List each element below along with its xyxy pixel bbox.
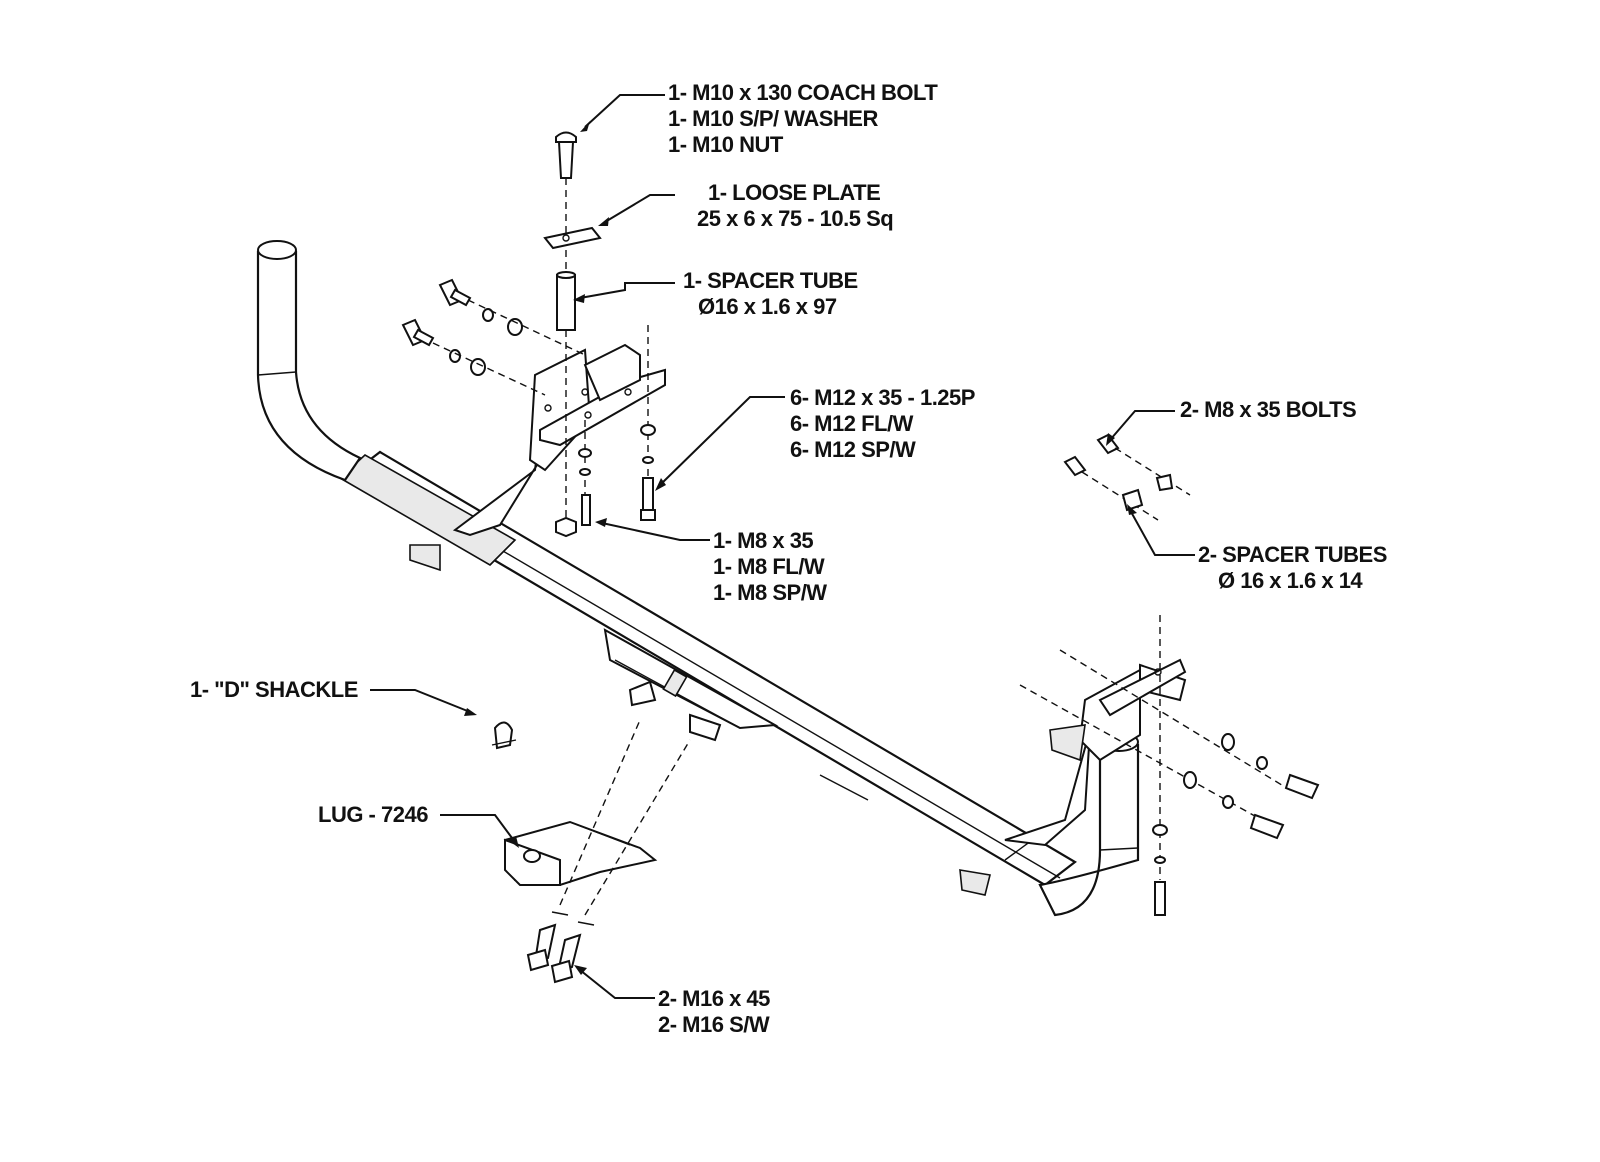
svg-text:1- "D" SHACKLE: 1- "D" SHACKLE bbox=[190, 677, 358, 702]
label-shackle: 1- "D" SHACKLE bbox=[190, 677, 358, 702]
label-m16-bolts: 2- M16 x 45 2- M16 S/W bbox=[658, 986, 771, 1037]
m16-bolts bbox=[526, 719, 691, 984]
svg-text:6- M12 FL/W: 6- M12 FL/W bbox=[790, 411, 914, 436]
right-m8-bolts bbox=[1063, 433, 1191, 521]
label-spacer-tube: 1- SPACER TUBE Ø16 x 1.6 x 97 bbox=[683, 268, 858, 319]
label-spacer-tubes: 2- SPACER TUBES Ø 16 x 1.6 x 14 bbox=[1198, 542, 1387, 593]
svg-text:1- M10 NUT: 1- M10 NUT bbox=[668, 132, 784, 157]
svg-text:2- M16 S/W: 2- M16 S/W bbox=[658, 1012, 770, 1037]
svg-text:1- M8 x 35: 1- M8 x 35 bbox=[713, 528, 813, 553]
left-m12-side-bolts bbox=[401, 278, 586, 396]
label-lug: LUG - 7246 bbox=[318, 802, 429, 827]
svg-text:1- SPACER TUBE: 1- SPACER TUBE bbox=[683, 268, 858, 293]
svg-text:1- M8 SP/W: 1- M8 SP/W bbox=[713, 580, 827, 605]
left-bracket bbox=[409, 343, 666, 572]
svg-text:25 x 6 x 75 - 10.5 Sq: 25 x 6 x 75 - 10.5 Sq bbox=[697, 206, 893, 231]
label-m12-bolts: 6- M12 x 35 - 1.25P 6- M12 FL/W 6- M12 S… bbox=[790, 385, 975, 462]
svg-text:1- LOOSE PLATE: 1- LOOSE PLATE bbox=[708, 180, 880, 205]
svg-text:Ø 16 x 1.6 x 14: Ø 16 x 1.6 x 14 bbox=[1218, 568, 1363, 593]
left-end-tube bbox=[256, 240, 362, 482]
label-m8-single: 1- M8 x 35 1- M8 FL/W 1- M8 SP/W bbox=[713, 528, 828, 605]
svg-text:2- M16 x 45: 2- M16 x 45 bbox=[658, 986, 770, 1011]
svg-text:LUG - 7246: LUG - 7246 bbox=[318, 802, 428, 827]
lug-7246 bbox=[503, 820, 658, 887]
right-bracket bbox=[959, 658, 1187, 896]
crossbar bbox=[338, 450, 1077, 887]
right-side-bolts bbox=[1019, 615, 1320, 916]
coach-bolt-stack bbox=[543, 131, 602, 538]
d-shackle bbox=[491, 721, 517, 750]
svg-text:2- M8 x 35 BOLTS: 2- M8 x 35 BOLTS bbox=[1180, 397, 1356, 422]
leader-lines bbox=[370, 94, 1195, 999]
tow-plate bbox=[603, 628, 869, 801]
svg-text:6- M12 SP/W: 6- M12 SP/W bbox=[790, 437, 916, 462]
left-underside-bolts bbox=[578, 325, 656, 526]
label-m8-bolts: 2- M8 x 35 BOLTS bbox=[1180, 397, 1357, 422]
svg-text:Ø16 x 1.6 x 97: Ø16 x 1.6 x 97 bbox=[698, 294, 837, 319]
label-loose-plate: 1- LOOSE PLATE 25 x 6 x 75 - 10.5 Sq bbox=[697, 180, 894, 231]
svg-text:2- SPACER TUBES: 2- SPACER TUBES bbox=[1198, 542, 1387, 567]
svg-text:1- M10 x 130 COACH BOLT: 1- M10 x 130 COACH BOLT bbox=[668, 80, 938, 105]
label-coach-bolt: 1- M10 x 130 COACH BOLT 1- M10 S/P/ WASH… bbox=[668, 80, 939, 157]
svg-text:1- M8 FL/W: 1- M8 FL/W bbox=[713, 554, 825, 579]
svg-text:6- M12 x 35 - 1.25P: 6- M12 x 35 - 1.25P bbox=[790, 385, 975, 410]
svg-text:1- M10 S/P/ WASHER: 1- M10 S/P/ WASHER bbox=[668, 106, 878, 131]
